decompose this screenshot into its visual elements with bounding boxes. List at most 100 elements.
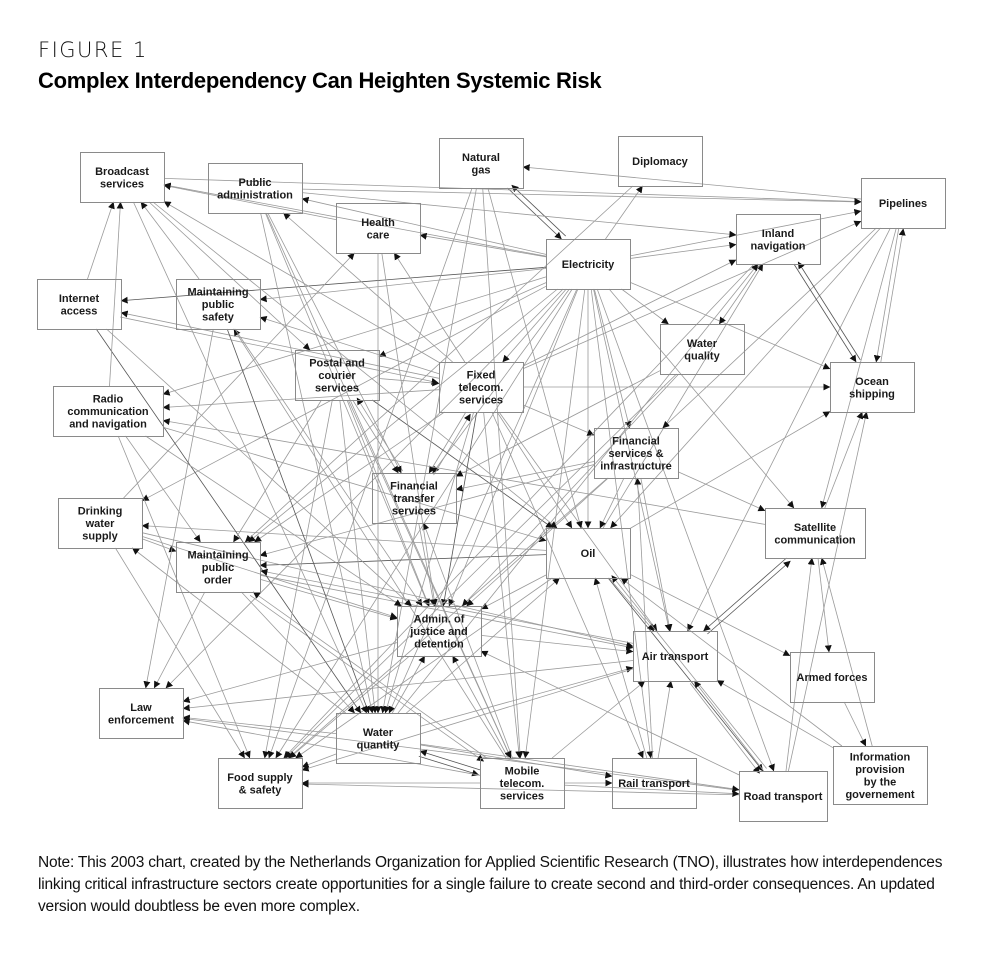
node-label: Health	[361, 217, 395, 229]
edge-fin-transfer-to-postal	[356, 397, 404, 472]
node-box	[660, 324, 745, 375]
edge-electricity-to-air-transport	[593, 288, 672, 632]
edge-electricity-to-ocean-shipping	[629, 281, 831, 370]
edge-pipelines-to-air-transport	[687, 227, 891, 632]
edge-water-quantity-to-inland-nav	[397, 263, 759, 714]
node-label: Air transport	[642, 651, 709, 663]
node-label: Pipelines	[879, 198, 927, 210]
edge-fin-transfer-to-fixed-telecom	[433, 413, 471, 476]
node-label: services	[315, 383, 359, 395]
edge-fixed-telecom-to-rail-transport	[491, 411, 644, 759]
figure-label: FIGURE 1	[38, 38, 148, 62]
node-label: Fixed	[467, 370, 496, 382]
node-label: Road transport	[744, 791, 823, 803]
edge-oil-to-road-transport	[607, 577, 764, 772]
edge-oil-to-drinking-water	[141, 522, 547, 551]
node-box	[594, 428, 679, 479]
edge-electricity-to-public-safety	[259, 268, 547, 303]
edge-mobile-telecom-to-law-enforcement	[182, 718, 481, 776]
edge-oil-to-ocean-shipping	[629, 411, 831, 529]
edge-satellite-to-armed-forces	[817, 557, 832, 653]
edge-fixed-telecom-to-justice	[440, 411, 478, 607]
edge-inland-nav-to-food-supply	[283, 263, 755, 759]
node-box	[739, 771, 828, 822]
edge-electricity-to-public-admin	[301, 196, 547, 255]
edge-road-transport-to-ocean-shipping	[788, 411, 869, 772]
edge-water-quantity-to-air-transport	[419, 665, 634, 727]
node-label: communication	[774, 534, 856, 546]
node-box	[546, 528, 631, 579]
edge-mobile-telecom-to-justice	[452, 655, 509, 759]
node-box	[633, 631, 718, 682]
edges-layer	[87, 164, 906, 797]
node-label: order	[204, 575, 233, 587]
edge-broadcast-to-pipelines	[163, 178, 862, 205]
node-label: shipping	[849, 388, 895, 400]
edge-fixed-telecom-to-pipelines	[522, 220, 862, 370]
edge-info-provision-to-oil	[620, 577, 843, 747]
edge-ocean-shipping-to-pipelines	[880, 228, 906, 363]
edge-oil-to-public-order	[259, 554, 547, 569]
edge-public-admin-to-fin-transfer	[267, 212, 402, 474]
edge-electricity-to-public-order	[248, 288, 558, 543]
node-label: courier	[318, 370, 356, 382]
edge-drinking-water-to-food-supply	[115, 547, 245, 759]
edge-health-care-to-justice	[381, 252, 438, 607]
edge-electricity-to-justice	[448, 288, 579, 607]
edge-oil-to-justice	[480, 574, 547, 610]
edge-radio-to-broadcast	[109, 201, 124, 387]
edge-electricity-to-fin-services	[593, 288, 632, 429]
edge-electricity-to-health-care	[419, 232, 547, 258]
edge-fin-services-to-justice	[466, 477, 609, 607]
edge-postal-to-justice	[346, 399, 430, 607]
edge-natural-gas-to-food-supply	[267, 187, 473, 759]
node-label: administration	[217, 189, 293, 201]
edge-satellite-to-ocean-shipping	[824, 411, 864, 509]
edge-electricity-to-fin-transfer	[432, 288, 570, 474]
edge-pipelines-to-natural-gas	[522, 164, 862, 200]
edge-internet-to-water-quantity	[95, 328, 362, 714]
edge-fixed-telecom-to-radio	[162, 389, 440, 411]
edge-broadcast-to-postal	[148, 201, 311, 351]
edge-natural-gas-to-electricity	[507, 187, 562, 240]
node-box	[218, 758, 303, 809]
edge-mobile-telecom-to-air-transport	[551, 680, 646, 759]
edge-road-transport-to-food-supply	[301, 780, 740, 796]
edge-armed-forces-to-info-provision	[843, 701, 867, 747]
node-air-transport: Air transport	[633, 631, 718, 682]
edge-fin-services-to-air-transport	[640, 477, 673, 632]
edge-fixed-telecom-to-public-order	[254, 411, 445, 543]
edge-public-admin-to-justice	[265, 212, 430, 607]
node-box	[612, 758, 697, 809]
edge-water-quantity-to-law-enforcement	[182, 714, 337, 734]
node-label: governement	[845, 789, 914, 801]
edge-electricity-to-postal	[378, 282, 547, 357]
node-label: Internet	[59, 293, 100, 305]
edge-internet-to-fixed-telecom	[120, 316, 439, 385]
node-label: Admin. of	[414, 614, 465, 626]
node-label: Food supply	[227, 772, 293, 784]
edge-electricity-to-internet	[120, 266, 547, 304]
edge-public-safety-to-justice	[234, 328, 423, 607]
edge-public-safety-to-water-quantity	[226, 328, 370, 714]
edge-radio-to-public-order	[125, 435, 201, 543]
node-label: transfer	[394, 493, 436, 505]
node-label: telecom.	[459, 382, 504, 394]
edge-air-transport-to-road-transport	[689, 683, 760, 774]
node-label: navigation	[750, 240, 805, 252]
node-label: quality	[684, 350, 720, 362]
node-label: Public	[238, 177, 271, 189]
node-box	[618, 136, 703, 187]
edge-road-transport-to-oil	[611, 575, 767, 769]
edge-electricity-to-rail-transport	[590, 288, 654, 759]
edge-fixed-telecom-to-public-admin	[283, 212, 453, 363]
node-label: water	[85, 518, 115, 530]
node-rail-transport: Rail transport	[612, 758, 697, 809]
